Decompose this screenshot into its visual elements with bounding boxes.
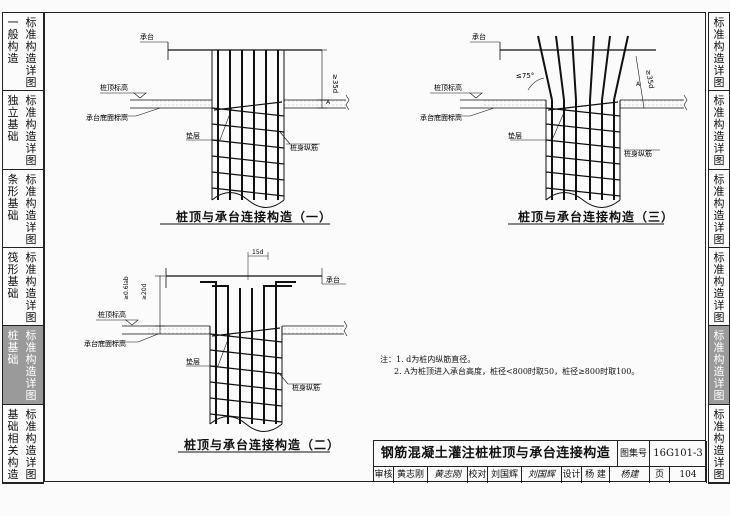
- checker-name: 刘国辉: [488, 467, 522, 483]
- right-tab-label: 标准构造详图: [713, 407, 725, 481]
- left-tab-subtitle: 标准构造详图: [25, 172, 37, 246]
- left-tab-2[interactable]: 条形基础标准构造详图: [3, 170, 43, 248]
- diagram-2-label-cap: 承台: [326, 275, 340, 284]
- diagram-3-label-bottom: 承台底面标高: [420, 113, 462, 122]
- left-tab-title: 一般构造: [7, 16, 19, 65]
- left-tab-3[interactable]: 筏形基础标准构造详图: [3, 248, 43, 327]
- diagram-2: 15d ≥0.6lab ≥20d 承台 桩顶标高 承台底面标高 垫层 桩身纵筋: [84, 249, 348, 453]
- left-tab-subtitle: 标准构造详图: [25, 94, 37, 168]
- right-tab-label: 标准构造详图: [713, 329, 725, 403]
- diagram-1: ≥35d A 承台 桩顶标高 承台底面标高 垫层 桩身纵筋: [86, 32, 350, 225]
- right-tab-3[interactable]: 标准构造详图: [709, 248, 729, 327]
- left-tab-subtitle: 标准构造详图: [25, 329, 37, 403]
- left-tab-title: 筏形基础: [7, 251, 19, 300]
- signature-row: 审核 黄志刚 黄志刚 校对 刘国辉 刘国辉 设计 杨 建 杨建 页 104: [374, 467, 707, 483]
- diagram-2-label-top: 桩顶标高: [98, 310, 126, 319]
- diagram-3: ≤75° ≥35d A 承台 桩顶标高 承台底面标高 垫层 桩身纵筋: [420, 32, 688, 225]
- diagram-1-dim-embed: A: [326, 99, 331, 106]
- reviewer-signature: 黄志刚: [428, 467, 468, 483]
- diagram-3-caption: 桩顶与承台连接构造（三）: [518, 210, 675, 224]
- left-tab-0[interactable]: 一般构造标准构造详图: [3, 13, 43, 92]
- note-2: 2. A为桩顶进入承台高度，桩径<800时取50，桩径≥800时取100。: [394, 367, 640, 376]
- left-tab-subtitle: 标准构造详图: [25, 16, 37, 89]
- diagram-2-dim-hook: 15d: [252, 249, 264, 256]
- atlas-no-label: 图集号: [618, 441, 650, 467]
- diagram-3-dim-embed: A: [636, 81, 641, 88]
- checker-signature: 刘国辉: [522, 467, 562, 483]
- left-tab-title: 桩基础: [7, 329, 19, 367]
- diagram-1-label-bottom: 承台底面标高: [86, 113, 128, 122]
- right-tab-5[interactable]: 标准构造详图: [709, 405, 729, 483]
- diagram-2-dim-anchor1: ≥0.6lab: [123, 276, 130, 300]
- right-tab-2[interactable]: 标准构造详图: [709, 170, 729, 248]
- left-tab-subtitle: 标准构造详图: [25, 407, 37, 481]
- page-number: 104: [670, 467, 707, 483]
- left-tab-title: 条形基础: [7, 172, 19, 222]
- reviewer-name: 黄志刚: [394, 467, 428, 483]
- diagram-2-label-rebar: 桩身纵筋: [292, 383, 320, 392]
- left-tab-title: 独立基础: [7, 94, 19, 144]
- right-tab-1[interactable]: 标准构造详图: [709, 91, 729, 170]
- left-tab-title: 基础相关构造: [7, 407, 19, 481]
- right-tab-label: 标准构造详图: [713, 251, 725, 324]
- diagram-2-dim-anchor2: ≥20d: [141, 283, 148, 300]
- left-chapter-tabs: 一般构造标准构造详图独立基础标准构造详图条形基础标准构造详图筏形基础标准构造详图…: [2, 12, 44, 484]
- left-tab-1[interactable]: 独立基础标准构造详图: [3, 91, 43, 170]
- right-tab-4[interactable]: 标准构造详图: [709, 326, 729, 405]
- diagram-1-caption: 桩顶与承台连接构造（一）: [176, 210, 333, 224]
- diagram-2-label-cushion: 垫层: [186, 357, 200, 366]
- left-tab-5[interactable]: 基础相关构造标准构造详图: [3, 405, 43, 483]
- check-label: 校对: [468, 467, 488, 483]
- diagram-1-label-cushion: 垫层: [186, 131, 200, 140]
- designer-name: 杨 建: [582, 467, 610, 483]
- diagram-3-dim-anchor: ≥35d: [644, 69, 655, 89]
- diagram-1-label-top: 桩顶标高: [100, 83, 128, 92]
- page-label: 页: [650, 467, 670, 483]
- left-tab-4[interactable]: 桩基础标准构造详图: [3, 326, 43, 405]
- diagram-3-label-cap: 承台: [472, 32, 486, 41]
- right-tab-0[interactable]: 标准构造详图: [709, 13, 729, 92]
- diagram-1-dim-anchor: ≥35d: [331, 74, 339, 93]
- right-tab-label: 标准构造详图: [713, 94, 725, 168]
- right-tab-label: 标准构造详图: [713, 16, 725, 89]
- design-label: 设计: [562, 467, 582, 483]
- right-tab-label: 标准构造详图: [713, 172, 725, 246]
- drawing-title: 钢筋混凝土灌注桩桩顶与承台连接构造: [374, 441, 618, 467]
- diagram-2-caption: 桩顶与承台连接构造（二）: [184, 438, 341, 452]
- left-tab-subtitle: 标准构造详图: [25, 251, 37, 324]
- diagram-3-label-top: 桩顶标高: [434, 83, 462, 92]
- note-1: 注：1. d为桩内纵筋直径。: [380, 355, 476, 364]
- diagram-1-label-rebar: 桩身纵筋: [290, 143, 318, 152]
- review-label: 审核: [374, 467, 394, 483]
- designer-signature: 杨建: [610, 467, 650, 483]
- diagram-3-dim-angle: ≤75°: [516, 72, 534, 80]
- notes: 注：1. d为桩内纵筋直径。 2. A为桩顶进入承台高度，桩径<800时取50，…: [380, 354, 639, 378]
- atlas-no: 16G101-3: [650, 441, 707, 467]
- diagram-2-label-bottom: 承台底面标高: [84, 339, 126, 348]
- diagram-3-label-cushion: 垫层: [508, 131, 522, 140]
- diagram-1-label-cap: 承台: [140, 32, 154, 41]
- diagram-3-label-rebar: 桩身纵筋: [624, 149, 652, 158]
- drawing-frame: [44, 12, 706, 482]
- title-block: 钢筋混凝土灌注桩桩顶与承台连接构造 图集号 16G101-3 审核 黄志刚 黄志…: [373, 440, 707, 483]
